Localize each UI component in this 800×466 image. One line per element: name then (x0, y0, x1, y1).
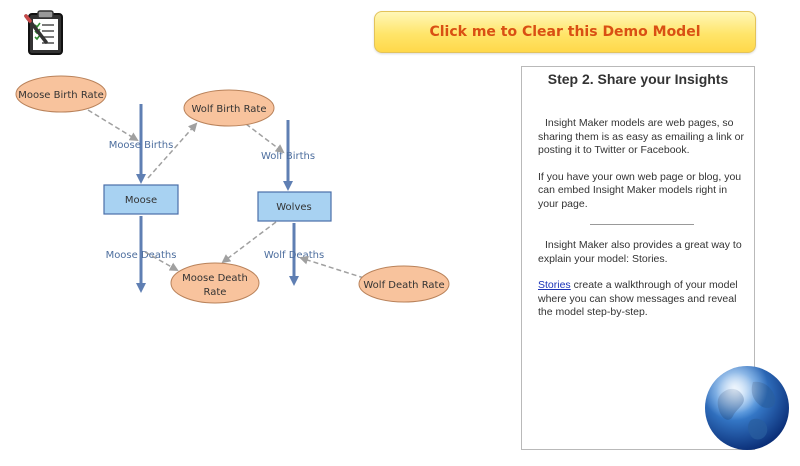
link-moose-to-wolf-birth-rate[interactable] (147, 122, 198, 179)
variable-moose-death-rate-label-line1: Moose Death (182, 273, 248, 284)
flow-label-wolf-births: Wolf Births (261, 151, 315, 162)
panel-title: Step 2. Share your Insights (547, 71, 729, 87)
stories-link[interactable]: Stories (538, 279, 571, 291)
panel-paragraph-sharing: Insight Maker models are web pages, so s… (538, 117, 745, 156)
panel-paragraph-embed: If you have your own web page or blog, y… (538, 170, 742, 210)
variable-moose-birth-rate[interactable]: Moose Birth Rate (15, 75, 107, 113)
link-wolf-birth-rate[interactable] (245, 123, 285, 154)
flow-moose-births[interactable]: Moose Births (109, 104, 174, 184)
clipboard-checklist-icon[interactable] (22, 8, 72, 58)
variable-wolf-birth-rate-label: Wolf Birth Rate (191, 104, 266, 115)
stock-moose[interactable]: Moose (103, 184, 179, 215)
panel-divider (590, 224, 694, 225)
panel-paragraph-stories-text: create a walkthrough of your model where… (538, 279, 738, 318)
stock-moose-label: Moose (125, 195, 157, 206)
flow-label-moose-deaths: Moose Deaths (106, 250, 177, 261)
flow-label-wolf-deaths: Wolf Deaths (264, 250, 324, 261)
variable-moose-birth-rate-label: Moose Birth Rate (18, 90, 104, 101)
variable-wolf-death-rate-label: Wolf Death Rate (363, 280, 444, 291)
link-moose-birth-rate[interactable] (87, 109, 139, 142)
panel-paragraph-stories-intro: Insight Maker also provides a great way … (538, 239, 742, 265)
globe-icon (703, 364, 791, 452)
clear-demo-model-button[interactable]: Click me to Clear this Demo Model (374, 11, 756, 53)
variable-wolf-death-rate[interactable]: Wolf Death Rate (358, 265, 450, 303)
stock-wolves[interactable]: Wolves (257, 191, 332, 222)
flow-wolf-births[interactable]: Wolf Births (261, 120, 315, 191)
model-links (87, 109, 365, 279)
panel-paragraph-stories: Stories create a walkthrough of your mod… (538, 279, 746, 320)
flow-wolf-deaths[interactable]: Wolf Deaths (264, 223, 324, 286)
link-moose-death-rate[interactable] (144, 251, 179, 271)
link-wolf-death-rate[interactable] (299, 255, 365, 279)
variable-wolf-birth-rate[interactable]: Wolf Birth Rate (183, 89, 275, 127)
flow-label-moose-births: Moose Births (109, 140, 174, 151)
flow-moose-deaths[interactable]: Moose Deaths (106, 216, 177, 293)
panel-body: Insight Maker models are web pages, so s… (538, 117, 746, 333)
link-wolves-to-moose-death-rate[interactable] (221, 221, 277, 264)
stock-wolves-label: Wolves (276, 202, 311, 213)
variable-moose-death-rate-label-line2: Rate (204, 287, 227, 298)
variable-moose-death-rate[interactable]: Moose Death Rate (170, 262, 260, 304)
